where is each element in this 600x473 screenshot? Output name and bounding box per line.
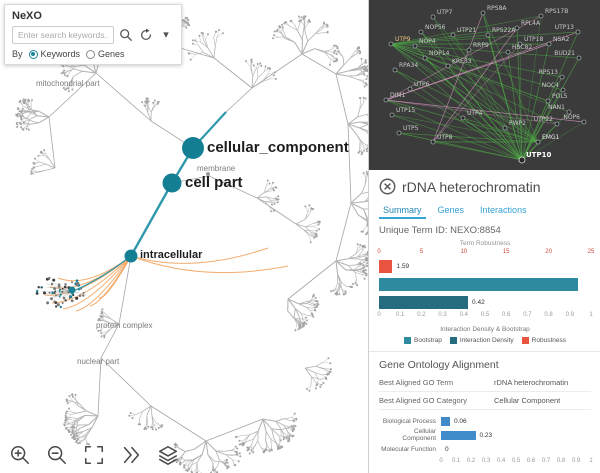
svg-text:NOP56: NOP56: [425, 24, 446, 31]
svg-text:UTP13: UTP13: [555, 24, 574, 31]
detail-tabs: Summary Genes Interactions: [379, 203, 591, 219]
term-id-value: NEXO:8854: [450, 225, 501, 236]
divider: [369, 351, 600, 352]
svg-text:NOP6: NOP6: [563, 114, 580, 121]
svg-text:NAN1: NAN1: [548, 104, 565, 111]
svg-text:RPA34: RPA34: [399, 62, 418, 69]
table-row: Best Aligned GO Term rDNA heterochromati…: [379, 374, 591, 392]
term-node-cellular-component[interactable]: cellular_component: [207, 139, 349, 156]
interaction-network-svg: UTP7 RPS8A RPS17B RPL4A UTP13 NOP56 UTP21 RPS22…: [383, 5, 587, 164]
search-icon[interactable]: [118, 27, 134, 43]
svg-text:NOP14: NOP14: [429, 50, 450, 57]
layers-button[interactable]: [156, 444, 180, 468]
svg-text:NOC4: NOC4: [542, 82, 559, 89]
radio-genes-label: Genes: [98, 49, 125, 59]
tab-genes[interactable]: Genes: [437, 205, 465, 215]
svg-text:UTP8: UTP8: [437, 134, 453, 141]
go-term-label: Best Aligned GO Term: [379, 374, 494, 392]
app-title: NeXO: [12, 10, 42, 22]
svg-text:HSC82: HSC82: [512, 44, 532, 51]
svg-text:UTP18: UTP18: [524, 36, 543, 43]
svg-text:RPS8A: RPS8A: [487, 5, 507, 12]
svg-text:RPS17B: RPS17B: [545, 8, 568, 15]
ontology-tree-svg: [15, 5, 368, 473]
svg-text:EMG1: EMG1: [542, 134, 560, 141]
radio-keywords[interactable]: Keywords: [28, 49, 81, 59]
svg-text:UTP21: UTP21: [457, 27, 476, 34]
svg-text:NSA2: NSA2: [553, 36, 570, 43]
term-robustness-title: Term Robustness: [459, 240, 511, 247]
svg-text:UTP6: UTP6: [414, 81, 430, 88]
svg-text:KRE33: KRE33: [452, 58, 472, 65]
go-category-label: Best Aligned GO Category: [379, 391, 494, 410]
fit-to-screen-button[interactable]: [82, 444, 106, 468]
by-label: By: [12, 49, 23, 59]
radio-unselected-icon: [86, 49, 96, 59]
term-node-nuclear-part[interactable]: nuclear part: [77, 357, 120, 366]
svg-text:UTP9: UTP9: [395, 36, 411, 43]
close-icon[interactable]: [379, 178, 396, 195]
term-node-membrane[interactable]: membrane: [197, 164, 236, 173]
radio-keywords-label: Keywords: [40, 49, 81, 59]
go-term-value: rDNA heterochromatin: [493, 374, 591, 392]
unique-term-id: Unique Term ID: NEXO:8854: [379, 225, 591, 236]
term-node-mitochondrial-part[interactable]: mitochondrial part: [36, 79, 100, 88]
chart1-xlabel: Interaction Density & Bootstrap: [440, 326, 530, 333]
term-node-cell-part[interactable]: cell part: [185, 174, 243, 191]
go-alignment-table: Best Aligned GO Term rDNA heterochromati…: [379, 374, 591, 410]
svg-text:NOP4: NOP4: [419, 38, 436, 45]
svg-text:RPL4A: RPL4A: [521, 20, 541, 27]
svg-text:UTP15: UTP15: [396, 107, 415, 114]
radio-genes[interactable]: Genes: [86, 49, 125, 59]
interaction-network-panel[interactable]: UTP7 RPS8A RPS17B RPL4A UTP13 NOP56 UTP21 RPS22…: [369, 0, 600, 170]
radio-selected-icon: [28, 49, 38, 59]
expand-collapse-button[interactable]: [119, 444, 143, 468]
table-row: Best Aligned GO Category Cellular Compon…: [379, 391, 591, 410]
refresh-icon[interactable]: [138, 27, 154, 43]
term-id-label: Unique Term ID:: [379, 225, 448, 236]
term-node-protein-complex[interactable]: protein complex: [96, 321, 153, 330]
svg-text:BUD21: BUD21: [554, 50, 575, 57]
search-input[interactable]: [12, 26, 114, 44]
svg-text:RPS22A: RPS22A: [492, 27, 516, 34]
term-node-intracellular[interactable]: intracellular: [140, 249, 203, 261]
tab-summary[interactable]: Summary: [379, 203, 426, 219]
zoom-out-button[interactable]: [45, 444, 69, 468]
svg-text:UTP22: UTP22: [534, 116, 553, 123]
caret-down-icon[interactable]: ▾: [158, 27, 174, 43]
svg-text:PWP2: PWP2: [509, 120, 526, 127]
svg-text:POL5: POL5: [552, 93, 568, 100]
zoom-in-button[interactable]: [8, 444, 32, 468]
svg-text:UTP5: UTP5: [403, 125, 419, 132]
svg-text:UTP10: UTP10: [526, 151, 551, 159]
go-alignment-title: Gene Ontology Alignment: [379, 359, 499, 371]
view-toolbar: [8, 444, 180, 468]
term-detail-panel: rDNA heterochromatin Summary Genes Inter…: [369, 170, 600, 473]
term-title: rDNA heterochromatin: [402, 178, 541, 195]
svg-text:RPS13: RPS13: [539, 69, 558, 76]
svg-text:DIM1: DIM1: [390, 92, 406, 99]
svg-text:RRP9: RRP9: [473, 42, 489, 49]
svg-text:UTP4: UTP4: [467, 110, 483, 117]
right-column: UTP7 RPS8A RPS17B RPL4A UTP13 NOP56 UTP21 RPS22…: [368, 0, 600, 473]
tab-interactions[interactable]: Interactions: [480, 205, 527, 215]
go-category-value: Cellular Component: [493, 391, 591, 410]
search-panel: NeXO ▾ By Keywords Genes: [4, 4, 182, 65]
ontology-tree-canvas[interactable]: cellular_component cell part intracellul…: [0, 0, 368, 473]
svg-text:UTP7: UTP7: [437, 9, 453, 16]
